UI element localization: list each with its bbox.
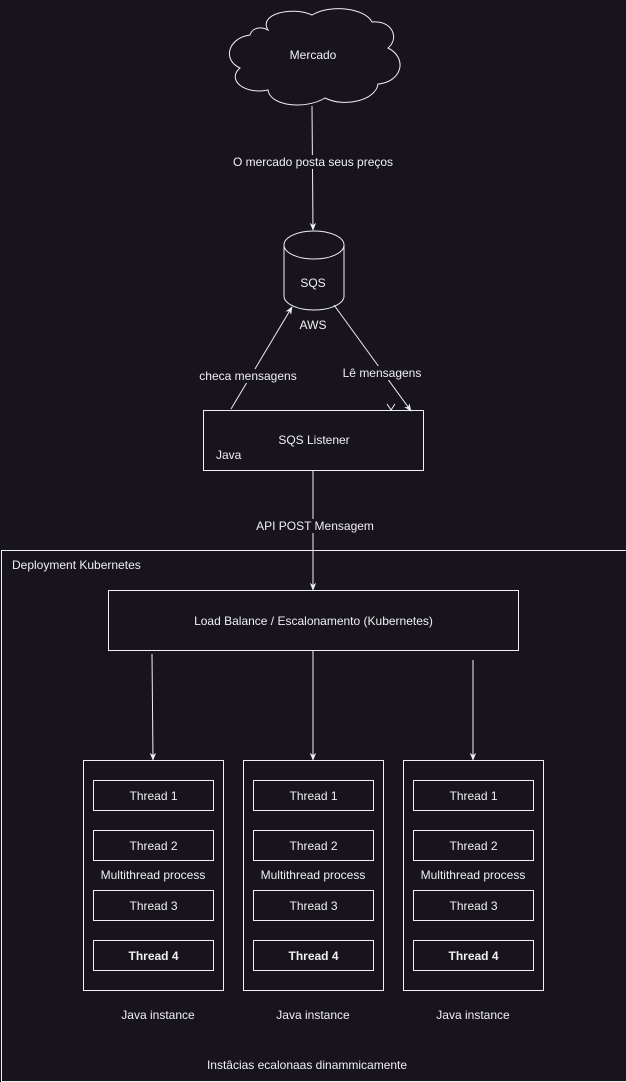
market-label: Mercado: [289, 48, 337, 62]
thread-box: Thread 4: [93, 940, 214, 971]
thread-box: Thread 4: [253, 940, 374, 971]
thread-box: Thread 3: [413, 890, 534, 921]
sqs-cylinder-shape: [283, 230, 345, 311]
thread-box: Thread 1: [93, 780, 214, 811]
edge-label-reads: Lê mensagens: [341, 366, 423, 380]
edge-label-api-post: API POST Mensagem: [255, 519, 375, 533]
edge-label-checks: checa mensagens: [198, 369, 298, 383]
edge-lb-to-instance-1: [149, 653, 157, 761]
thread-box: Thread 2: [93, 830, 214, 861]
multithread-process-label: Multithread process: [260, 868, 366, 882]
deployment-label: Deployment Kubernetes: [12, 558, 141, 572]
scaling-note-label: Instâcias ecalonaas dinammicamente: [206, 1058, 408, 1072]
thread-box: Thread 2: [413, 830, 534, 861]
java-instance-label: Java instance: [276, 1008, 350, 1022]
edge-listener-checks-sqs: [230, 306, 293, 410]
sqs-label: SQS: [300, 276, 326, 290]
thread-box: Thread 3: [253, 890, 374, 921]
thread-box: Thread 1: [413, 780, 534, 811]
java-instance-label: Java instance: [436, 1008, 510, 1022]
thread-box: Thread 2: [253, 830, 374, 861]
market-cloud-shape: [229, 8, 401, 106]
java-instance-box: Thread 1 Thread 2 Multithread process Th…: [403, 760, 544, 991]
thread-box: Thread 3: [93, 890, 214, 921]
edge-label-market-to-sqs: O mercado posta seus preços: [231, 155, 395, 169]
thread-box: Thread 4: [413, 940, 534, 971]
multithread-process-label: Multithread process: [100, 868, 206, 882]
edge-sqs-to-listener: [333, 304, 412, 412]
sqs-listener-lang-label: Java: [216, 448, 242, 462]
java-instance-box: Thread 1 Thread 2 Multithread process Th…: [243, 760, 384, 991]
java-instance-box: Thread 1 Thread 2 Multithread process Th…: [83, 760, 224, 991]
load-balancer-label: Load Balance / Escalonamento (Kubernetes…: [194, 613, 433, 628]
sqs-provider-label: AWS: [299, 318, 327, 332]
load-balancer-box: Load Balance / Escalonamento (Kubernetes…: [108, 590, 519, 651]
multithread-process-label: Multithread process: [420, 868, 526, 882]
sqs-listener-box: SQS Listener Java: [203, 410, 424, 471]
sqs-listener-label: SQS Listener: [278, 433, 350, 447]
java-instance-label: Java instance: [121, 1008, 195, 1022]
thread-box: Thread 1: [253, 780, 374, 811]
